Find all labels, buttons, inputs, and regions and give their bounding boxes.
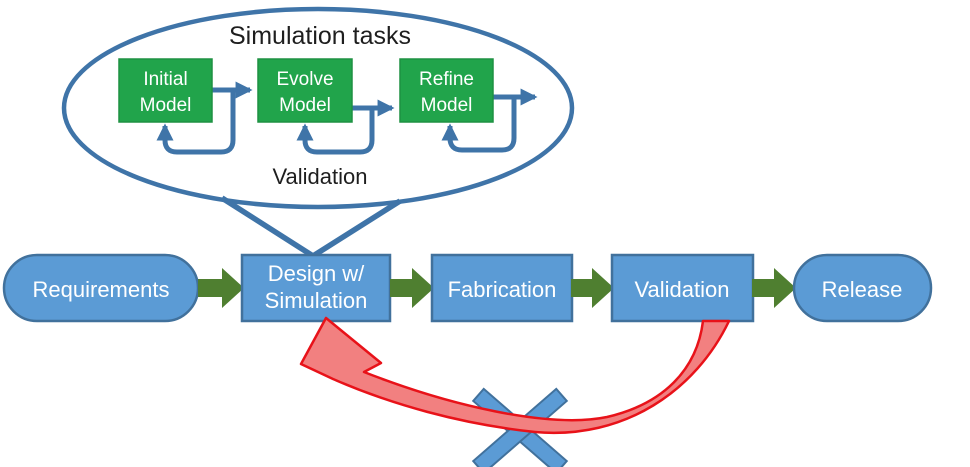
flow-step-validation-label: Validation (635, 277, 730, 302)
flow-step-requirements: Requirements (2, 253, 200, 323)
sim-loop-evolve (296, 108, 375, 155)
sim-task-initial-box (118, 58, 213, 123)
sim-task-refine-box (399, 58, 494, 123)
rejected-feedback (299, 316, 731, 467)
flow-step-design: Design w/ Simulation (240, 253, 392, 323)
flow-step-validation: Validation (610, 253, 755, 323)
flow-step-requirements-label: Requirements (33, 277, 170, 302)
sim-task-refine-label-line1: Refine (419, 69, 474, 90)
flow-step-design-label-line2: Simulation (265, 288, 368, 313)
sim-task-initial-label-line1: Initial (143, 69, 187, 90)
flow-step-validation-shape (610, 253, 755, 323)
sim-task-refine: Refine Model (399, 58, 494, 123)
flow-step-release: Release (792, 253, 933, 323)
sim-task-evolve-label-line1: Evolve (276, 69, 333, 90)
sim-task-evolve: Evolve Model (257, 58, 353, 123)
flow-arrow-requirements-to-design (198, 268, 244, 308)
flow-arrow-design-to-fabrication (390, 268, 434, 308)
sim-task-initial-label-line2: Model (140, 95, 192, 116)
sim-loop-refine (441, 97, 517, 153)
sim-task-refine-label-line2: Model (421, 95, 473, 116)
feedback-arrow-validation-to-design (299, 316, 731, 435)
flow-step-release-shape (792, 253, 933, 323)
main-flow: Requirements Design w/ Simulation Fabric… (2, 253, 933, 323)
flow-step-design-shape (240, 253, 392, 323)
flow-step-fabrication-shape (430, 253, 574, 323)
sim-task-evolve-label-line2: Model (279, 95, 331, 116)
flow-arrow-validation-to-release (752, 268, 796, 308)
callout-title: Simulation tasks (229, 22, 411, 50)
sim-task-initial: Initial Model (118, 58, 213, 123)
flow-step-release-label: Release (822, 277, 903, 302)
flow-step-fabrication: Fabrication (430, 253, 574, 323)
callout-validation-label: Validation (273, 164, 368, 189)
sim-loop-initial (156, 90, 236, 155)
flow-step-design-label-line1: Design w/ (268, 261, 365, 286)
flow-arrow-fabrication-to-validation (571, 268, 614, 308)
simulation-callout: Simulation tasks Initial Model Evolve Mo… (61, 6, 575, 259)
flow-step-fabrication-label: Fabrication (448, 277, 557, 302)
sim-task-evolve-box (257, 58, 353, 123)
